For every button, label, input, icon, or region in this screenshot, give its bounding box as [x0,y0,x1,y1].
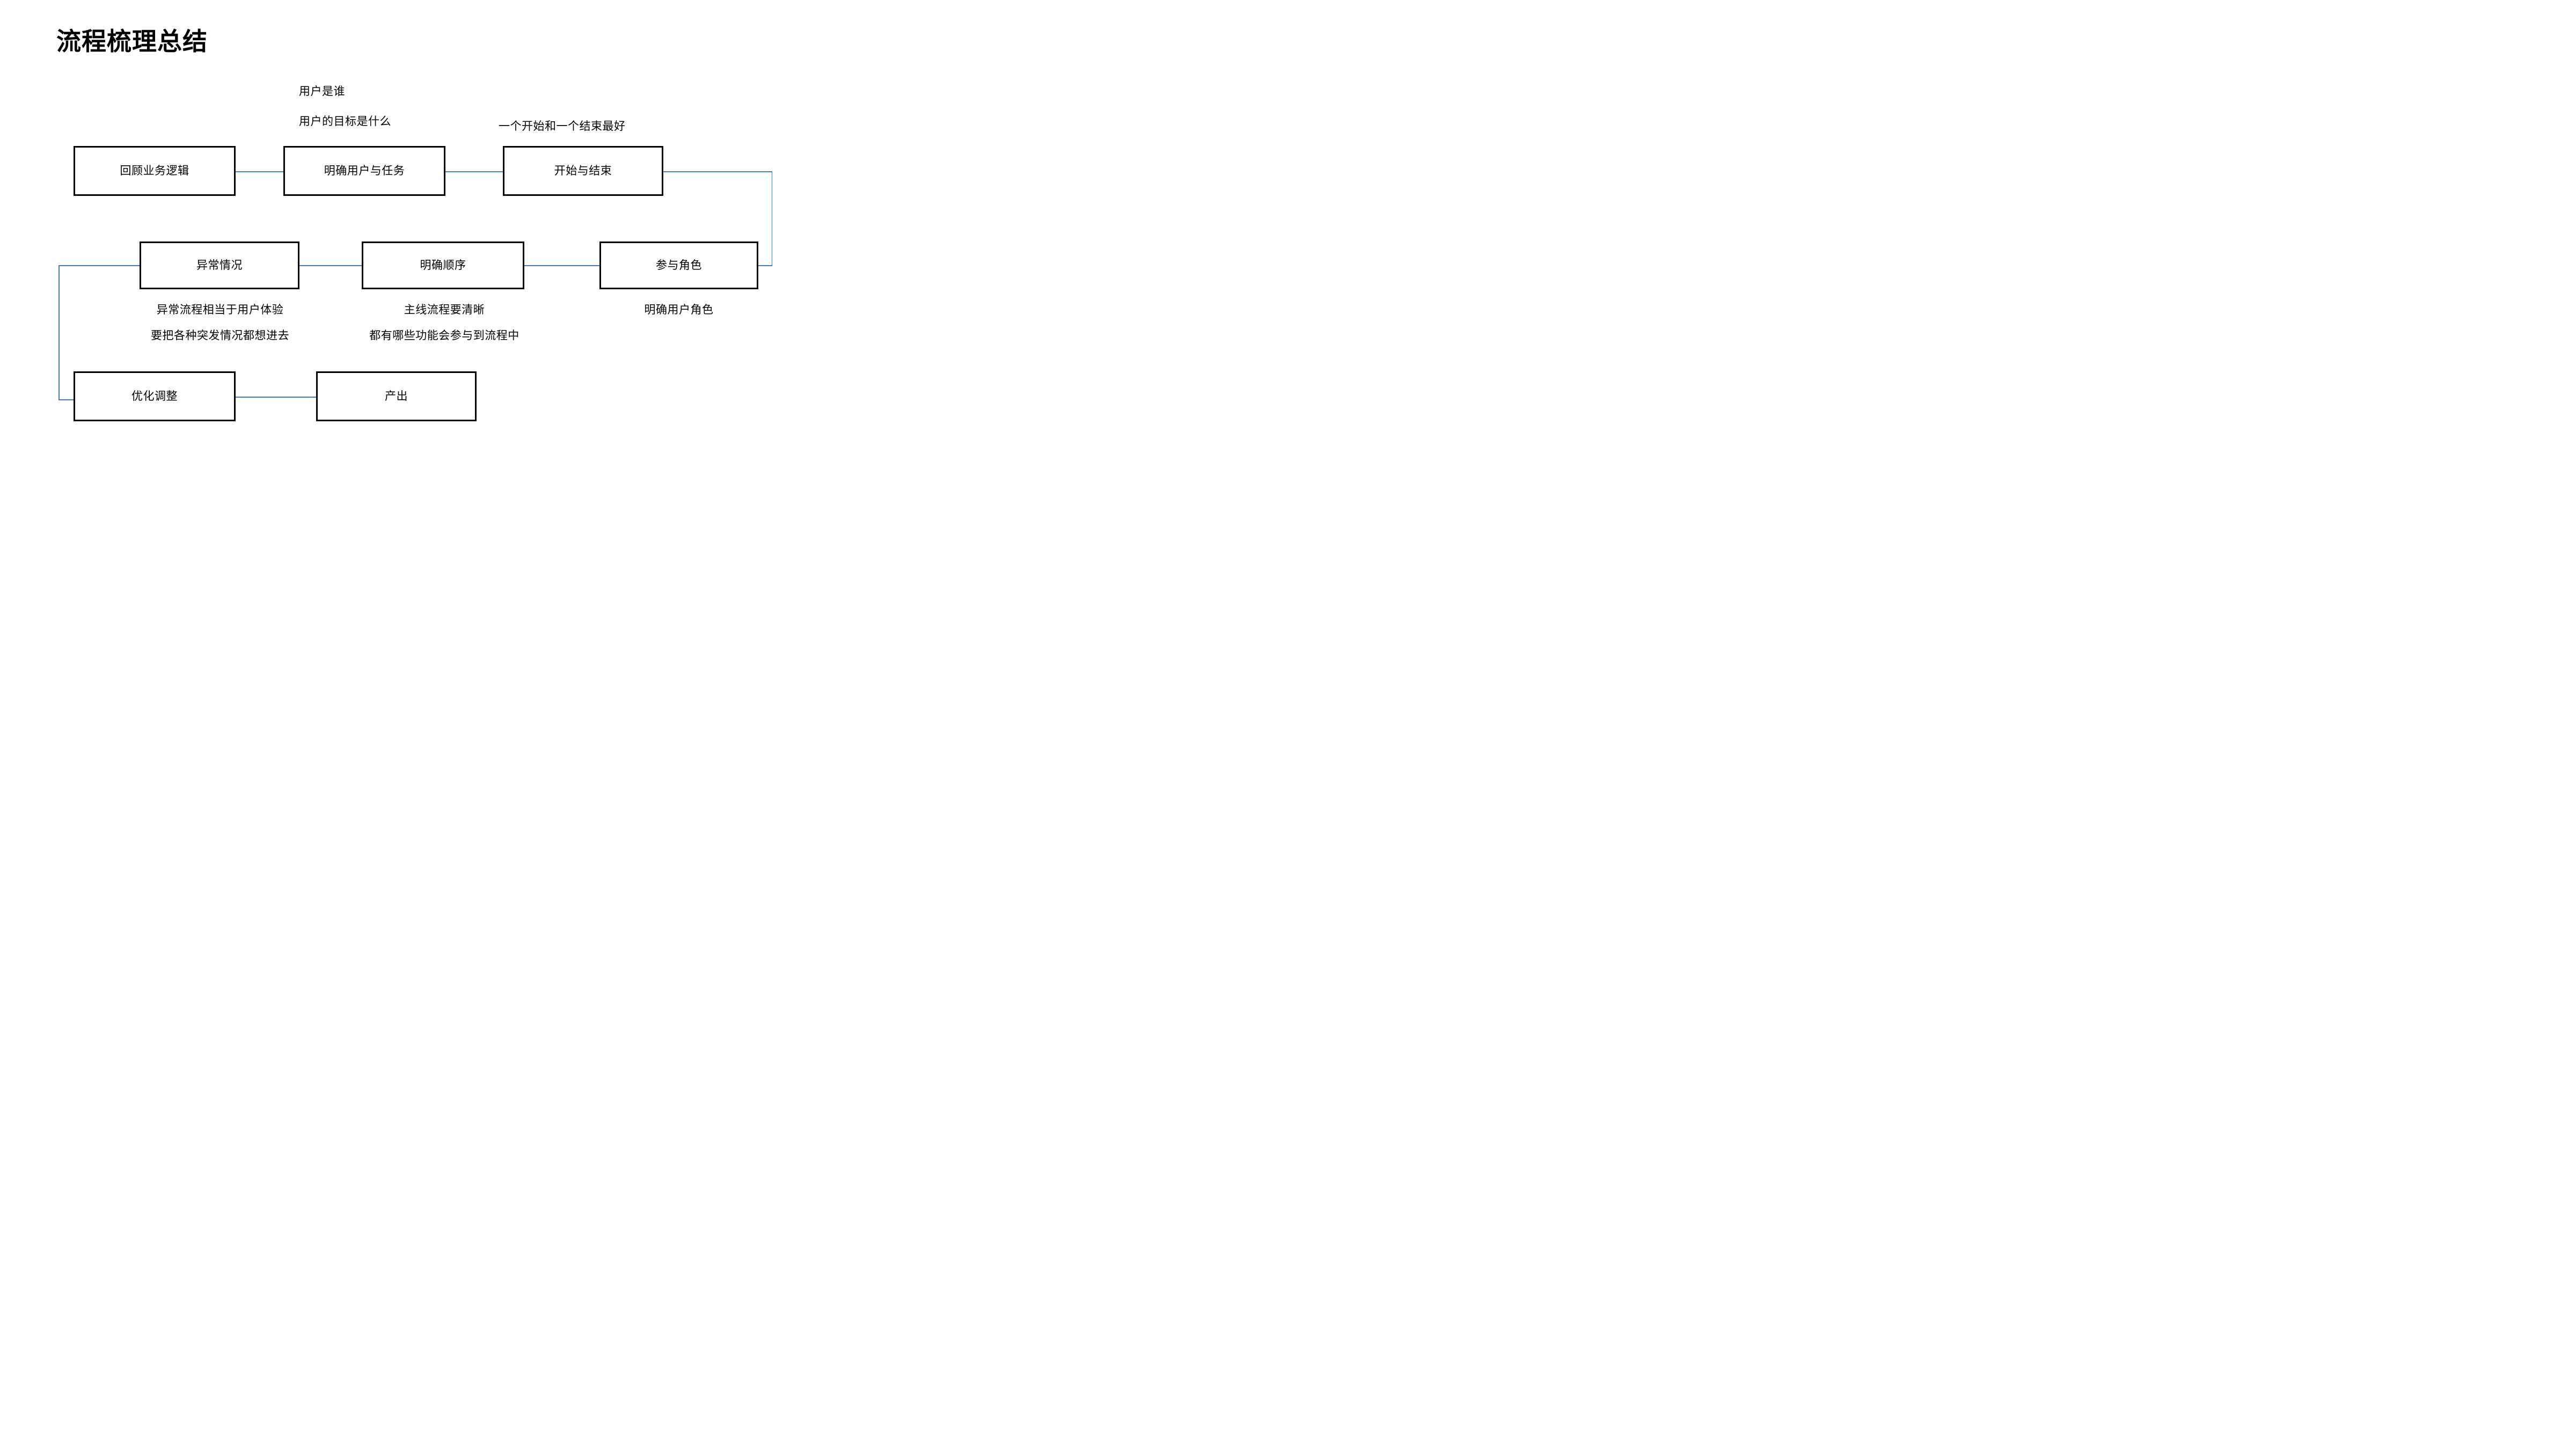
node-label-clarify-user-task: 明确用户与任务 [324,164,405,177]
connector-exception-to-sequence [298,265,362,266]
annotation-one-start-one-end: 一个开始和一个结束最好 [499,120,626,133]
caption-main-flow-line1: 主线流程要清晰 [404,304,485,316]
connector-into-participating-roles [757,265,772,266]
node-label-optimize-adjust: 优化调整 [131,390,178,402]
connector-sequence-to-participating-roles [523,265,600,266]
node-label-output: 产出 [385,390,408,402]
node-label-exception-cases: 异常情况 [196,259,243,272]
caption-exception-ux-line1: 异常流程相当于用户体验 [156,304,284,316]
node-exception-cases[interactable]: 异常情况 [140,241,299,289]
node-label-clarify-sequence: 明确顺序 [420,259,466,272]
annotation-user-goal: 用户的目标是什么 [299,115,391,128]
connector-into-optimize-adjust [58,399,75,400]
caption-clarify-user-roles: 明确用户角色 [644,304,714,316]
node-start-and-end[interactable]: 开始与结束 [503,146,663,196]
connector-review-to-clarify-user [235,171,284,172]
node-label-start-and-end: 开始与结束 [554,164,612,177]
annotation-user-who: 用户是谁 [299,85,345,98]
node-clarify-user-task[interactable]: 明确用户与任务 [283,146,445,196]
page-title: 流程梳理总结 [56,27,208,55]
node-label-review-business-logic: 回顾业务逻辑 [120,164,189,177]
connector-exception-left-segment [58,265,140,266]
node-output[interactable]: 产出 [316,371,477,421]
caption-main-flow-line2: 都有哪些功能会参与到流程中 [369,330,519,342]
connector-start-end-down-segment [771,171,773,266]
node-clarify-sequence[interactable]: 明确顺序 [362,241,524,289]
node-label-participating-roles: 参与角色 [656,259,702,272]
caption-exception-ux-line2: 要把各种突发情况都想进去 [151,330,289,342]
connector-clarify-user-to-start-end [444,171,504,172]
slide-canvas: 流程梳理总结 用户是谁 用户的目标是什么 一个开始和一个结束最好 回顾业务逻辑 … [0,0,837,471]
connector-exception-down-segment [58,265,60,400]
node-review-business-logic[interactable]: 回顾业务逻辑 [74,146,236,196]
node-participating-roles[interactable]: 参与角色 [599,241,758,289]
node-optimize-adjust[interactable]: 优化调整 [74,371,236,421]
connector-start-end-right-segment [662,171,772,172]
connector-optimize-to-output [235,397,317,398]
